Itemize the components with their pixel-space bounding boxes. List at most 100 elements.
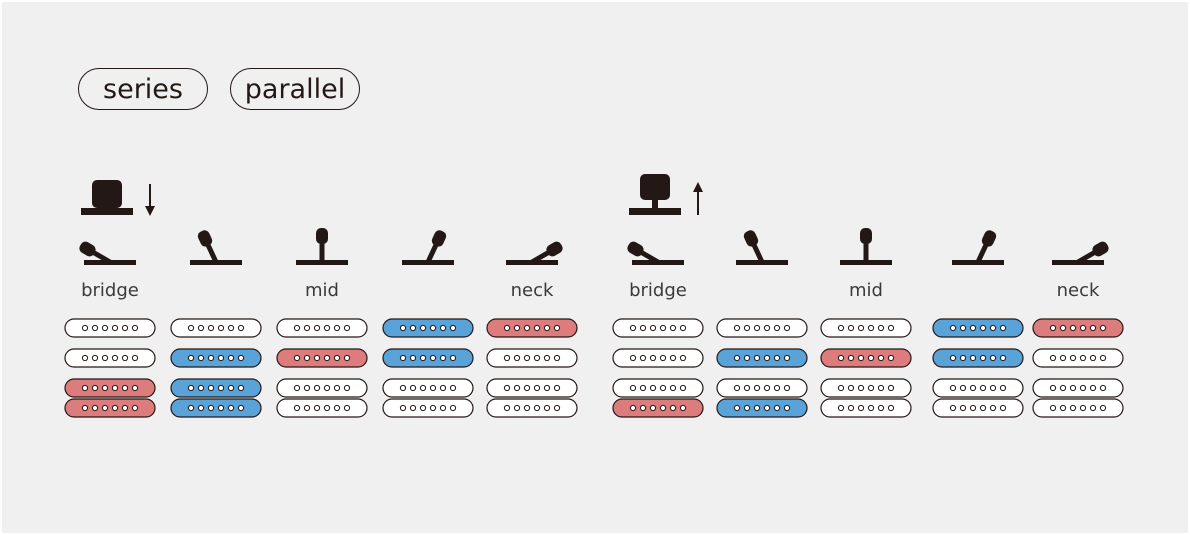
pole-piece xyxy=(669,354,677,362)
switch-plate xyxy=(84,260,136,265)
pole-piece xyxy=(293,384,301,392)
coil-body xyxy=(820,378,912,398)
pole-piece xyxy=(783,384,791,392)
pole-piece xyxy=(743,324,751,332)
pole-piece xyxy=(101,324,109,332)
pole-piece xyxy=(323,324,331,332)
pole-piece xyxy=(333,324,341,332)
coil-body xyxy=(382,318,474,338)
pole-piece xyxy=(409,404,417,412)
pole-piece xyxy=(187,354,195,362)
switch-plate xyxy=(632,260,684,265)
bridge-humbucker-upper-coil xyxy=(820,378,912,398)
pole-piece xyxy=(429,404,437,412)
pole-piece xyxy=(553,404,561,412)
pole-piece xyxy=(1099,404,1107,412)
pole-piece xyxy=(1059,324,1067,332)
pole-piece xyxy=(1099,324,1107,332)
pole-piece xyxy=(763,354,771,362)
coil-body xyxy=(170,348,262,368)
coil-body xyxy=(716,318,808,338)
bridge-humbucker-upper-coil xyxy=(486,378,578,398)
legend-parallel-pill: parallel xyxy=(230,68,360,110)
pole-piece xyxy=(753,354,761,362)
pole-piece xyxy=(237,404,245,412)
coil-body xyxy=(612,378,704,398)
pole-piece xyxy=(639,384,647,392)
pole-piece xyxy=(1049,324,1057,332)
pole-piece xyxy=(81,354,89,362)
pole-piece xyxy=(439,384,447,392)
pole-piece xyxy=(773,384,781,392)
pole-piece xyxy=(867,384,875,392)
bridge-humbucker-lower-coil xyxy=(612,398,704,418)
pole-piece xyxy=(733,354,741,362)
pole-piece xyxy=(979,404,987,412)
bridge-humbucker-lower-coil xyxy=(170,398,262,418)
switch-lever xyxy=(1076,241,1109,265)
pole-piece xyxy=(131,384,139,392)
pole-piece xyxy=(343,384,351,392)
pole-piece xyxy=(733,384,741,392)
pole-piece xyxy=(763,404,771,412)
coil-body xyxy=(1032,348,1124,368)
pole-piece xyxy=(543,354,551,362)
pole-piece xyxy=(101,354,109,362)
coil-body xyxy=(932,348,1024,368)
coil-body xyxy=(486,378,578,398)
pole-piece xyxy=(227,354,235,362)
pole-piece xyxy=(513,384,521,392)
position-column xyxy=(1032,241,1124,418)
bridge-humbucker-lower-coil xyxy=(932,398,1024,418)
pole-piece xyxy=(949,354,957,362)
pole-piece xyxy=(847,404,855,412)
pole-piece xyxy=(887,324,895,332)
position-label-mid: mid xyxy=(305,280,339,301)
neck-pickup xyxy=(932,318,1024,338)
coil-body xyxy=(382,378,474,398)
lever-shaft xyxy=(637,248,660,265)
push-switch-cap xyxy=(92,180,122,208)
lever-knob xyxy=(860,228,872,244)
pole-piece xyxy=(629,354,637,362)
coil-body xyxy=(486,398,578,418)
pole-piece xyxy=(659,404,667,412)
pole-piece xyxy=(659,354,667,362)
coil-body xyxy=(932,398,1024,418)
bridge-humbucker-upper-coil xyxy=(1032,378,1124,398)
pole-piece xyxy=(999,384,1007,392)
pole-piece xyxy=(783,324,791,332)
pole-piece xyxy=(867,404,875,412)
lever-knob xyxy=(743,230,759,247)
bridge-humbucker-lower-coil xyxy=(64,398,156,418)
pole-piece xyxy=(649,324,657,332)
pole-piece xyxy=(969,384,977,392)
legend-series-pill: series xyxy=(78,68,208,110)
pole-piece xyxy=(877,384,885,392)
pole-piece xyxy=(419,384,427,392)
switch-lever xyxy=(316,228,328,262)
lever-shaft xyxy=(975,241,990,264)
pole-piece xyxy=(543,404,551,412)
pole-piece xyxy=(81,324,89,332)
coil-body xyxy=(170,318,262,338)
pole-piece xyxy=(533,354,541,362)
pole-piece xyxy=(773,404,781,412)
pole-piece xyxy=(669,324,677,332)
pole-piece xyxy=(743,404,751,412)
pole-piece xyxy=(639,324,647,332)
pole-piece xyxy=(439,404,447,412)
pole-piece xyxy=(409,324,417,332)
pole-piece xyxy=(553,354,561,362)
pole-piece xyxy=(949,384,957,392)
pole-piece xyxy=(111,404,119,412)
pole-piece xyxy=(409,354,417,362)
pole-piece xyxy=(533,384,541,392)
pole-piece xyxy=(187,324,195,332)
coil-body xyxy=(820,348,912,368)
pole-piece xyxy=(187,384,195,392)
pole-piece xyxy=(101,384,109,392)
pole-piece xyxy=(989,384,997,392)
pole-piece xyxy=(217,354,225,362)
coil-body xyxy=(1032,378,1124,398)
